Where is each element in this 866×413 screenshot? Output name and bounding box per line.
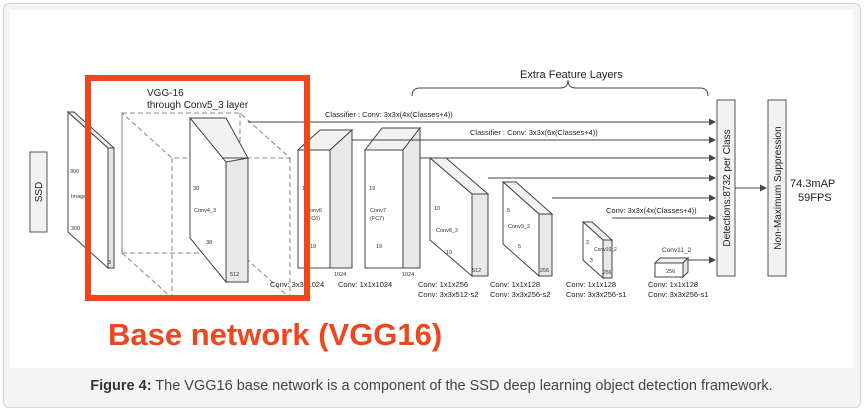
conv6-width: 19	[310, 244, 316, 250]
vgg-title-line2: through Conv5_3 layer	[147, 100, 249, 111]
conv10-block: 3 Conv10_2 3 256	[581, 220, 617, 280]
conv4-label: Conv4_3	[194, 208, 216, 214]
conv9-width: 5	[518, 244, 521, 250]
conv9-block: 5 Conv9_2 5 256	[501, 180, 554, 278]
conv4-height: 38	[193, 186, 199, 192]
conv6-label-line1: Conv6	[306, 208, 322, 214]
op-conv-1x1x256: Conv: 1x1x256	[418, 280, 468, 289]
op-conv-3x3x256-s1-a: Conv: 3x3x256-s1	[566, 290, 626, 299]
conv9-depth: 256	[540, 268, 549, 274]
op-conv-1x1x128-a: Conv: 1x1x128	[490, 280, 540, 289]
op-conv-3x3x512-s2: Conv: 3x3x512-s2	[418, 290, 478, 299]
classifier-1-label: Classifier : Conv: 3x3x(4x(Classes+4))	[325, 110, 453, 119]
conv6-label-line2: (FC6)	[306, 216, 320, 222]
op-conv-3x3x1024: Conv: 3x3x1024	[270, 280, 324, 289]
fps-value: 59FPS	[798, 192, 832, 204]
conv7-label-line2: (FC7)	[370, 216, 384, 222]
image-width: 300	[71, 226, 80, 232]
conv9-label: Conv9_2	[508, 224, 530, 230]
nms-box: Non-Maximum Suppression	[767, 99, 787, 277]
image-depth: 3	[108, 260, 111, 266]
conv10-label: Conv10_2	[594, 247, 617, 253]
detections-label: Detections:8732 per Class	[722, 129, 733, 246]
extra-layers-label: Extra Feature Layers	[520, 69, 623, 81]
conv10-depth: 256	[603, 270, 612, 276]
image-height: 300	[70, 169, 79, 175]
op-conv-1x1x128-b: Conv: 1x1x128	[566, 280, 616, 289]
op-conv-3x3x256-s1-b: Conv: 3x3x256-s1	[648, 290, 708, 299]
conv7-label-line1: Conv7	[370, 208, 386, 214]
conv9-height: 5	[507, 208, 510, 214]
detections-box: Detections:8732 per Class	[716, 99, 736, 277]
conv7-width: 19	[376, 244, 382, 250]
conv10-width: 3	[590, 258, 593, 264]
conv6-depth: 1024	[334, 272, 346, 278]
conv4-block: 38 Conv4_3 38 512	[189, 116, 249, 284]
conv7-depth: 1024	[402, 272, 414, 278]
nms-label: Non-Maximum Suppression	[773, 126, 784, 249]
classifier-2-label: Classifier : Conv: 3x3x(6x(Classes+4))	[470, 128, 598, 137]
ssd-label: SSD	[34, 182, 45, 203]
conv8-label: Conv8_2	[436, 228, 458, 234]
op-conv-1x1x1024: Conv: 1x1x1024	[338, 280, 392, 289]
base-network-label: Base network (VGG16)	[108, 317, 442, 352]
conv8-height: 10	[434, 206, 440, 212]
conv8-width: 10	[446, 250, 452, 256]
op-conv-1x1x128-c: Conv: 1x1x128	[648, 280, 698, 289]
image-label: Image	[71, 194, 86, 200]
conv7-height: 19	[369, 186, 375, 192]
conv8-depth: 512	[472, 268, 481, 274]
op-labels: Conv: 3x3x1024 Conv: 1x1x1024 Conv: 1x1x…	[270, 280, 708, 299]
conv7-block: 19 Conv7 (FC7) 19 1024	[363, 126, 422, 278]
map-value: 74.3mAP	[790, 178, 835, 190]
conv11-label: Conv11_2	[662, 247, 692, 254]
conv11-block: Conv11_2 256	[653, 247, 692, 279]
figure-caption: Figure 4: The VGG16 base network is a co…	[10, 372, 853, 400]
conv4-width: 38	[206, 240, 212, 246]
caption-label: Figure 4:	[90, 378, 152, 394]
classifier-arrows	[248, 118, 716, 264]
base-network-highlight	[85, 75, 310, 301]
ssd-box: SSD	[29, 151, 48, 233]
extra-layers-bracket	[411, 79, 709, 97]
vgg-title-line1: VGG-16	[147, 88, 184, 99]
conv4-depth: 512	[230, 272, 239, 278]
conv8-block: 10 Conv8_2 10 512	[428, 156, 490, 278]
conv11-depth: 256	[666, 269, 675, 275]
op-conv-3x3x256-s2: Conv: 3x3x256-s2	[490, 290, 550, 299]
caption-text: The VGG16 base network is a component of…	[151, 378, 773, 394]
classifier-3-label: Conv: 3x3x(4x(Classes+4))	[606, 206, 697, 215]
conv10-height: 3	[586, 240, 589, 246]
